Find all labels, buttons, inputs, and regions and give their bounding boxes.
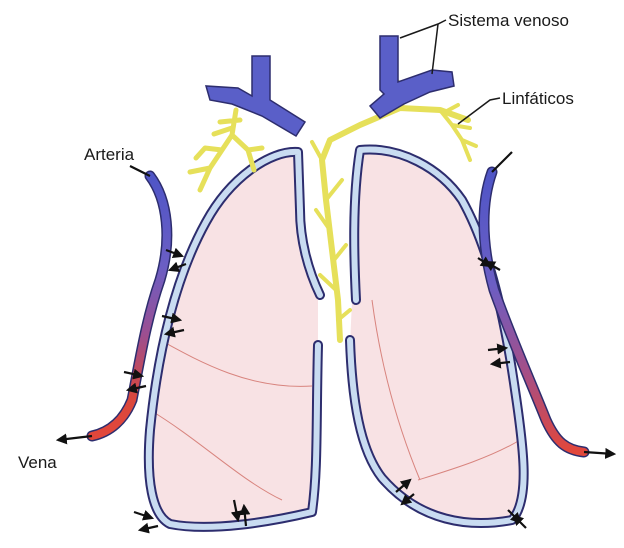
label-artery: Arteria: [84, 145, 135, 164]
lymphatics-leader: [458, 98, 500, 124]
venous-system: [206, 36, 454, 136]
label-venous-system: Sistema venoso: [448, 11, 569, 30]
arrow-icon: [140, 526, 158, 530]
left-lung-parenchyma: [149, 152, 318, 527]
label-lymphatics: Linfáticos: [502, 89, 574, 108]
arrow-icon: [134, 512, 152, 518]
right-lung: [350, 150, 524, 523]
venous-leader-upper: [400, 20, 446, 38]
left-lung: [149, 152, 320, 527]
venous-leader-lower: [432, 24, 438, 74]
label-vein: Vena: [18, 453, 57, 472]
